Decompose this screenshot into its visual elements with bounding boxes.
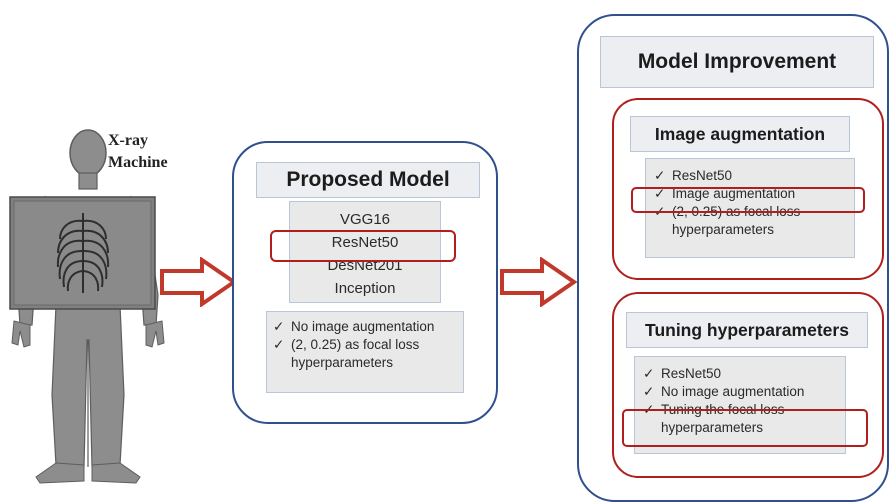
check-item: ✓ (2, 0.25) as focal loss hyperparameter…: [271, 336, 459, 372]
xray-machine-label: X-ray Machine: [108, 130, 188, 174]
check-item-text: hyperparameters: [291, 355, 394, 370]
check-item: ✓ Image augmentation: [652, 185, 848, 203]
check-item-text: No image augmentation: [291, 319, 435, 334]
check-item-text: (2, 0.25) as focal loss: [291, 337, 420, 352]
model-item: Inception: [334, 280, 396, 297]
model-item: VGG16: [339, 211, 391, 228]
check-item: ✓ No image augmentation: [641, 383, 839, 401]
check-item-text: No image augmentation: [661, 384, 805, 399]
model-improvement-title: Model Improvement: [600, 36, 874, 88]
model-list: VGG16 ResNet50 DesNet201 Inception: [289, 201, 441, 303]
tuning-hyperparameters-list: ✓ ResNet50 ✓ No image augmentation ✓ Tun…: [634, 356, 846, 454]
image-augmentation-list: ✓ ResNet50 ✓ Image augmentation ✓ (2, 0.…: [645, 158, 855, 258]
check-item-text: Image augmentation: [672, 186, 796, 201]
arrow-right-icon: [160, 257, 238, 307]
xray-label-line2: Machine: [108, 154, 168, 171]
proposed-settings-list: ✓ No image augmentation ✓ (2, 0.25) as f…: [266, 311, 464, 393]
head: [69, 129, 107, 177]
model-item: ResNet50: [331, 234, 399, 251]
xray-figure: [9, 129, 165, 484]
highlight-resnet50: [270, 230, 456, 262]
check-item-text: hyperparameters: [661, 420, 764, 435]
check-icon: ✓: [654, 168, 666, 183]
check-icon: ✓: [654, 186, 666, 201]
check-icon: ✓: [643, 384, 655, 399]
xray-label-line1: X-ray: [108, 132, 148, 149]
ribcage-icon: [56, 213, 110, 293]
check-icon: ✓: [273, 337, 285, 352]
highlight-tuning-focal-loss: [622, 409, 868, 447]
arrow-right-icon: [500, 257, 578, 307]
check-item-text: hyperparameters: [672, 222, 775, 237]
tuning-hyperparameters-title: Tuning hyperparameters: [626, 312, 868, 348]
highlight-image-augmentation: [631, 187, 865, 213]
check-item: ✓ ResNet50: [652, 167, 848, 185]
legs: [51, 304, 125, 468]
check-item-text: ResNet50: [672, 168, 733, 183]
check-icon: ✓: [273, 319, 285, 334]
image-augmentation-title: Image augmentation: [630, 116, 850, 152]
check-icon: ✓: [643, 366, 655, 381]
check-item-text: ResNet50: [661, 366, 722, 381]
check-item: ✓ ResNet50: [641, 365, 839, 383]
check-item: ✓ No image augmentation: [271, 318, 459, 336]
proposed-model-title: Proposed Model: [256, 162, 480, 198]
